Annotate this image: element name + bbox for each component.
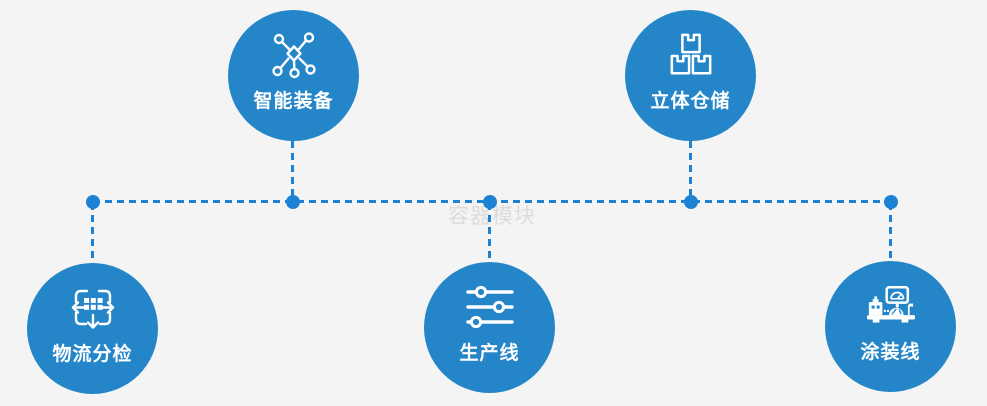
junction-dot bbox=[86, 195, 100, 209]
node-label: 生产线 bbox=[459, 342, 520, 364]
sorting-grid-arrows-icon bbox=[69, 284, 117, 332]
junction-dot bbox=[884, 195, 898, 209]
junction-dot bbox=[286, 195, 300, 209]
vertical-connector-painting bbox=[889, 203, 892, 261]
watermark-text: 容器模块 bbox=[448, 204, 536, 228]
node-smart-equipment: 智能装备 bbox=[228, 10, 359, 141]
junction-dot bbox=[483, 195, 497, 209]
node-label: 物流分检 bbox=[52, 343, 133, 365]
vertical-connector-smart-equipment bbox=[291, 141, 294, 201]
sliders-icon bbox=[465, 283, 514, 331]
node-painting-line: 涂装线 bbox=[825, 261, 956, 392]
junction-dot bbox=[684, 195, 698, 209]
stacked-boxes-icon bbox=[668, 31, 714, 79]
node-label: 智能装备 bbox=[253, 90, 334, 112]
network-nodes-icon bbox=[270, 31, 318, 79]
vertical-connector-production bbox=[488, 203, 491, 262]
node-production-line: 生产线 bbox=[424, 262, 555, 393]
vertical-connector-warehouse bbox=[689, 141, 692, 201]
node-logistics-sorting: 物流分检 bbox=[27, 263, 158, 394]
vertical-connector-logistics bbox=[91, 203, 94, 263]
control-console-icon bbox=[866, 282, 916, 330]
node-label: 涂装线 bbox=[860, 341, 921, 363]
node-stereo-warehouse: 立体仓储 bbox=[625, 10, 756, 141]
node-label: 立体仓储 bbox=[650, 90, 731, 112]
